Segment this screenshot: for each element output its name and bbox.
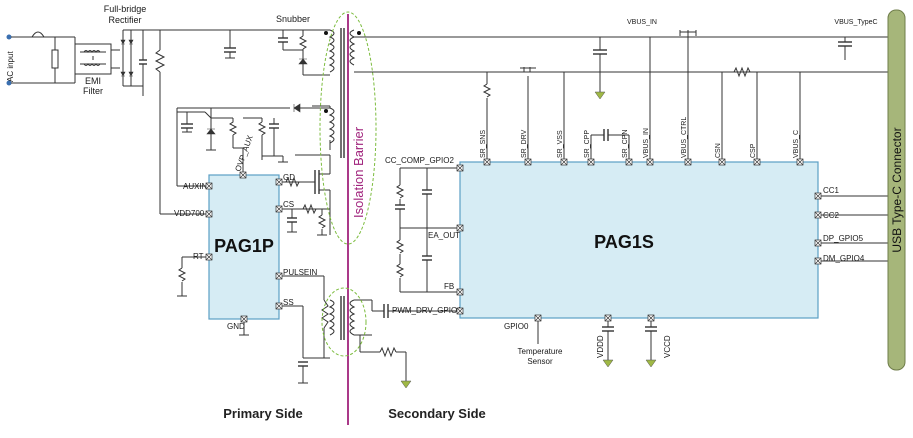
pag1p-pin-gnd: GND [227,322,245,331]
pag1s-pin-ea-out: EA_OUT [428,231,460,240]
ac-input-section: AC input EMI Filter [6,31,112,96]
isolation-ellipse-pulse [321,287,367,357]
pag1s-pin-dm: DM_GPIO4 [823,254,865,263]
pag1s-top-pin-marker-cross [718,158,726,166]
ground-icon [645,359,657,368]
pag1p-body [208,174,280,320]
pag1s-top-pin-marker-cross [483,158,491,166]
pag1s-pin-gpio0: GPIO0 [504,322,529,331]
pag1s-pin-fb: FB [444,282,454,291]
aux-diode-icon [293,103,301,113]
ac-terminal-bottom [6,80,12,86]
snubber-label: Snubber [276,14,310,24]
pag1p-pin-cs: CS [283,200,294,209]
emi-label-1: EMI [85,76,101,86]
pag1s-top-pin-label: VBUS_IN [643,128,650,158]
ac-input-label: AC input [6,51,15,82]
pag1p-pin-ss: SS [283,298,294,307]
pag1p-pin-auxin: AUXIN [183,182,208,191]
pag1p-pin-pulsein: PULSEIN [283,268,317,277]
isolation-barrier-label: Isolation Barrier [351,126,366,218]
isolation-ellipse-main [319,11,377,245]
usb-typec-connector [887,9,906,371]
snubber-diode-icon [298,58,308,65]
pag1s-body [459,161,819,319]
zener-icon [206,128,216,135]
pag1p-pin-gd: GD [283,173,295,182]
pag1s-pin-cc1: CC1 [823,186,840,195]
pag1s-top-pin-marker-cross [753,158,761,166]
secondary-side-label: Secondary Side [388,406,486,421]
pag1s-pin-pwm: PWM_DRV_GPIO1 [392,306,462,315]
fuse-icon [31,31,45,38]
ground-icon [602,359,614,368]
rectifier-label-1: Full-bridge [104,4,147,14]
emi-filter-box [74,43,112,75]
pag1s-top-pin-marker-cross [796,158,804,166]
emi-label-2: Filter [83,86,103,96]
varistor-icon [51,49,59,69]
ground-icon [400,380,412,389]
temperature-label-1: Temperature [518,347,563,356]
pag1s-top-pin-labels: SR_SNS SR_DRV SR_VSS SR_CPP SR_CPN VBUS_IN VBU… [480,117,800,158]
pag1s-name: PAG1S [594,232,654,252]
pag1s-pin-vccd: VCCD [663,335,672,358]
pag1p-pin-markers [205,171,283,323]
pag1s-top-pin-label: SR_VSS [557,130,564,158]
pag1s-top-pin-marker-cross [684,158,692,166]
pag1p-pin-ovp: OVP_AUX [233,133,255,172]
rectifier-label-2: Rectifier [108,15,141,25]
ac-terminal-top [6,34,12,40]
pag1s-top-pin-marker-cross [646,158,654,166]
pag1s-top-pin-label: SR_DRV [521,129,528,158]
pag1p-name: PAG1P [214,236,274,256]
pulse-series-resistor [321,299,329,329]
pag1s-top-pin-label: SR_CPN [622,130,629,158]
pag1s-top-pin-marker-cross [587,158,595,166]
rectifier-section: Full-bridge Rectifier [104,4,147,96]
pag1p-pin-vdd700: VDD700 [174,209,205,218]
vbus-in-label: VBUS_IN [627,19,657,26]
usb-connector-label: USB Type-C Connector [890,127,904,252]
pag1s-pin-cc-comp: CC_COMP_GPIO2 [385,156,454,165]
vbus-typec-label: VBUS_TypeC [834,19,877,26]
pag1s-chip: PAG1S SR_SNS SR_DRV SR_VSS SR_CPP SR_CPN VBUS… [385,117,865,358]
resistor-icon [154,49,166,73]
pag1s-top-pin-label: CSN [715,143,722,158]
main-transformer [324,28,361,158]
pag1s-top-wires [482,32,801,162]
pulse-transformer [321,296,356,340]
primary-side-label: Primary Side [223,406,303,421]
pag1s-top-pin-label: SR_CPP [584,130,591,158]
sense-resistor-icon [733,66,751,78]
pag1s-top-pin-label: SR_SNS [480,130,487,158]
pag1s-pin-vddd: VDDD [596,335,605,358]
pag1s-top-pin-label: VBUS_CTRL [681,117,688,158]
pag1s-top-pin-marker-cross [524,158,532,166]
pag1s-top-pin-label: CSP [750,143,757,158]
pag1s-top-pin-marker-cross [625,158,633,166]
sr-fet-icon [520,67,536,72]
pag1s-pin-dp: DP_GPIO5 [823,234,864,243]
temperature-label-2: Sensor [527,357,553,366]
pag1s-top-pin-markers [483,158,804,166]
pag1s-top-pin-marker-cross [560,158,568,166]
ground-icon [594,91,606,100]
pag1s-top-pin-label: VBUS_C [793,130,800,158]
